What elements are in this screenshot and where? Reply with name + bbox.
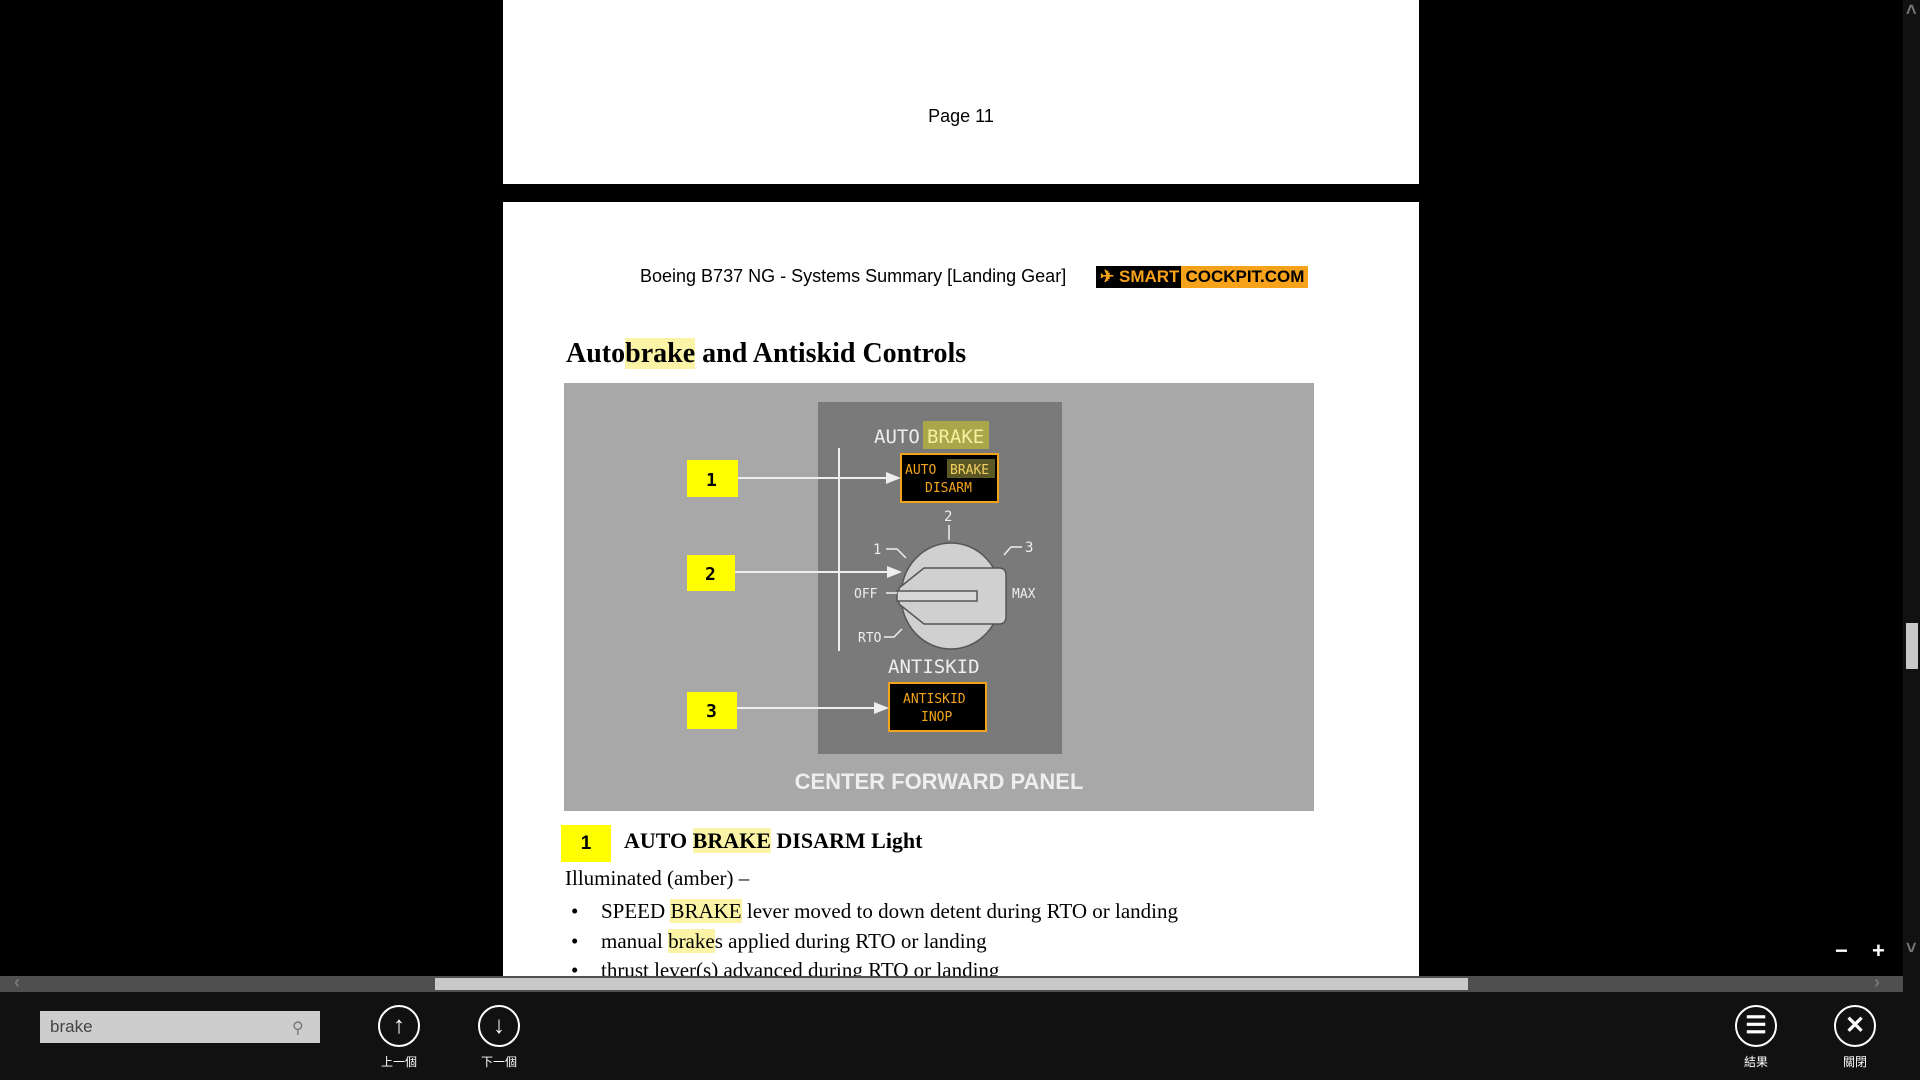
list-item: •manual brakes applied during RTO or lan… — [571, 929, 987, 953]
callout-2 — [687, 555, 735, 591]
scroll-up-icon[interactable]: ˄ — [1906, 0, 1917, 20]
autobrake-panel-diagram: AUTO BRAKE AUTO BRAKE DISARM 2 1 3 OFF M… — [564, 383, 1314, 811]
arrow-up-icon: ↑ — [378, 1005, 420, 1047]
diagram-caption: CENTER FORWARD PANEL — [795, 769, 1084, 794]
results-label: 結果 — [1743, 1055, 1768, 1069]
svg-text:DISARM: DISARM — [925, 481, 972, 496]
scroll-down-icon[interactable]: ˅ — [1906, 938, 1917, 958]
callout-number: 1 — [561, 825, 611, 862]
vertical-scrollbar[interactable]: ˄ ˅ — [1903, 0, 1920, 992]
svg-text:MAX: MAX — [1012, 587, 1036, 602]
logo-text-1: SMART — [1118, 267, 1180, 286]
auto-label: AUTO — [874, 426, 920, 448]
previous-page: Page 11 — [503, 0, 1419, 184]
svg-text:INOP: INOP — [921, 710, 952, 725]
close-label: 關閉 — [1842, 1055, 1867, 1069]
search-highlight: brake — [625, 338, 696, 369]
list-item: •SPEED BRAKE lever moved to down detent … — [571, 899, 1178, 923]
search-highlight: BRAKE — [692, 828, 771, 853]
arrow-down-icon: ↓ — [478, 1005, 520, 1047]
page-number: Page 11 — [928, 106, 994, 126]
find-bar: ⚲ ↑ 上一個 ↓ 下一個 ☰ 結果 ✕ 關閉 — [0, 992, 1920, 1080]
callout-3 — [687, 692, 737, 729]
svg-text:RTO: RTO — [858, 631, 882, 646]
section-heading: Autobrake and Antiskid Controls — [566, 338, 967, 369]
antiskid-inop-light — [888, 682, 987, 732]
list-icon: ☰ — [1735, 1005, 1777, 1047]
svg-text:BRAKE: BRAKE — [950, 463, 989, 478]
svg-text:1: 1 — [873, 542, 881, 558]
svg-text:3: 3 — [1025, 540, 1033, 556]
close-icon: ✕ — [1834, 1005, 1876, 1047]
callout-1 — [687, 460, 738, 497]
airplane-icon: ✈ — [1100, 267, 1115, 286]
scroll-right-icon[interactable]: › — [1874, 972, 1880, 992]
svg-text:2: 2 — [944, 509, 952, 525]
logo-text-2: COCKPIT.COM — [1181, 266, 1309, 288]
search-icon[interactable]: ⚲ — [292, 1020, 304, 1037]
vertical-scroll-thumb[interactable] — [1906, 623, 1918, 669]
search-input[interactable] — [40, 1011, 320, 1043]
scroll-left-icon[interactable]: ‹ — [14, 972, 20, 992]
horizontal-scrollbar[interactable]: ‹ › — [0, 972, 1903, 992]
next-label: 下一個 — [480, 1055, 517, 1069]
zoom-out-button[interactable]: − — [1835, 938, 1848, 963]
antiskid-label: ANTISKID — [888, 656, 980, 678]
svg-text:3: 3 — [706, 701, 717, 722]
illuminated-text: Illuminated (amber) – — [565, 866, 750, 890]
svg-text:2: 2 — [705, 564, 716, 585]
results-button[interactable]: ☰ 結果 — [1726, 1005, 1786, 1070]
horizontal-scroll-thumb[interactable] — [435, 978, 1468, 990]
zoom-in-button[interactable]: + — [1872, 938, 1885, 963]
list-item: •thrust lever(s) advanced during RTO or … — [571, 958, 1000, 976]
previous-result-button[interactable]: ↑ 上一個 — [369, 1005, 429, 1070]
smartcockpit-logo: ✈ SMART COCKPIT.COM — [1096, 266, 1309, 288]
close-button[interactable]: ✕ 關閉 — [1825, 1005, 1885, 1070]
svg-text:AUTO: AUTO — [905, 463, 936, 478]
page-header: Boeing B737 NG - Systems Summary [Landin… — [640, 266, 1067, 286]
current-page: Boeing B737 NG - Systems Summary [Landin… — [503, 202, 1419, 976]
svg-text:ANTISKID: ANTISKID — [903, 692, 966, 707]
item-heading: AUTO BRAKE DISARM Light — [624, 828, 923, 853]
svg-text:OFF: OFF — [854, 587, 878, 602]
next-result-button[interactable]: ↓ 下一個 — [469, 1005, 529, 1070]
svg-text:1: 1 — [706, 470, 717, 491]
brake-label: BRAKE — [927, 426, 984, 448]
search-highlight — [923, 421, 989, 449]
previous-label: 上一個 — [380, 1055, 417, 1069]
